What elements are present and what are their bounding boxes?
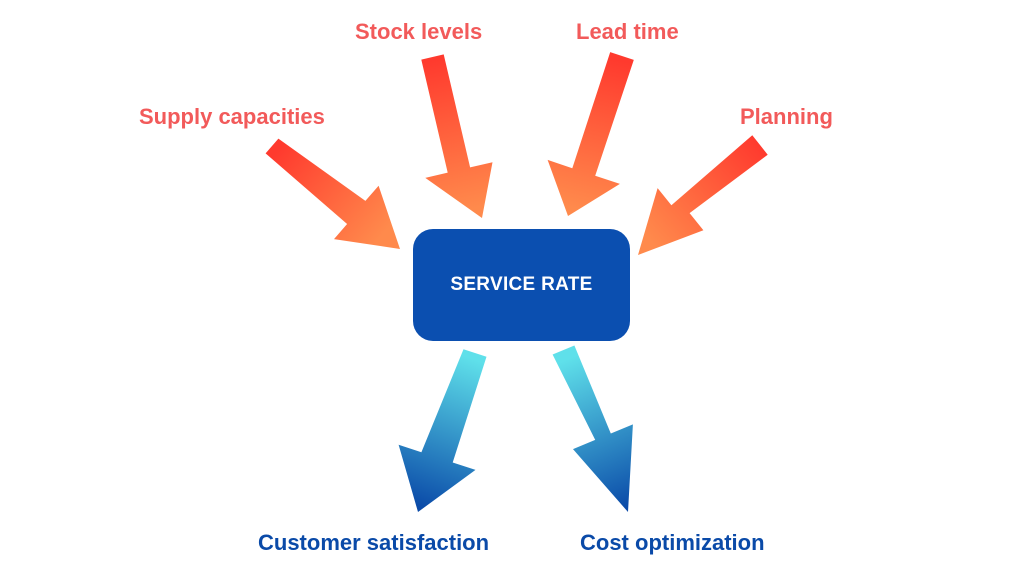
service-rate-node: SERVICE RATE [413, 229, 630, 341]
service-rate-label: SERVICE RATE [450, 274, 593, 295]
label-planning: Planning [740, 104, 833, 129]
arrow-cost-optimization [552, 345, 633, 512]
label-stock-levels: Stock levels [355, 19, 483, 44]
label-lead-time: Lead time [576, 19, 679, 44]
label-cost-optimization: Cost optimization [580, 530, 765, 555]
arrow-lead-time [547, 52, 634, 216]
label-customer-satisfaction: Customer satisfaction [258, 530, 490, 555]
arrow-planning [638, 135, 768, 255]
arrow-customer-satisfaction [398, 349, 487, 512]
label-supply-capacities: Supply capacities [139, 104, 325, 129]
arrow-supply-capacities [265, 138, 400, 249]
arrow-stock-levels [421, 54, 493, 219]
